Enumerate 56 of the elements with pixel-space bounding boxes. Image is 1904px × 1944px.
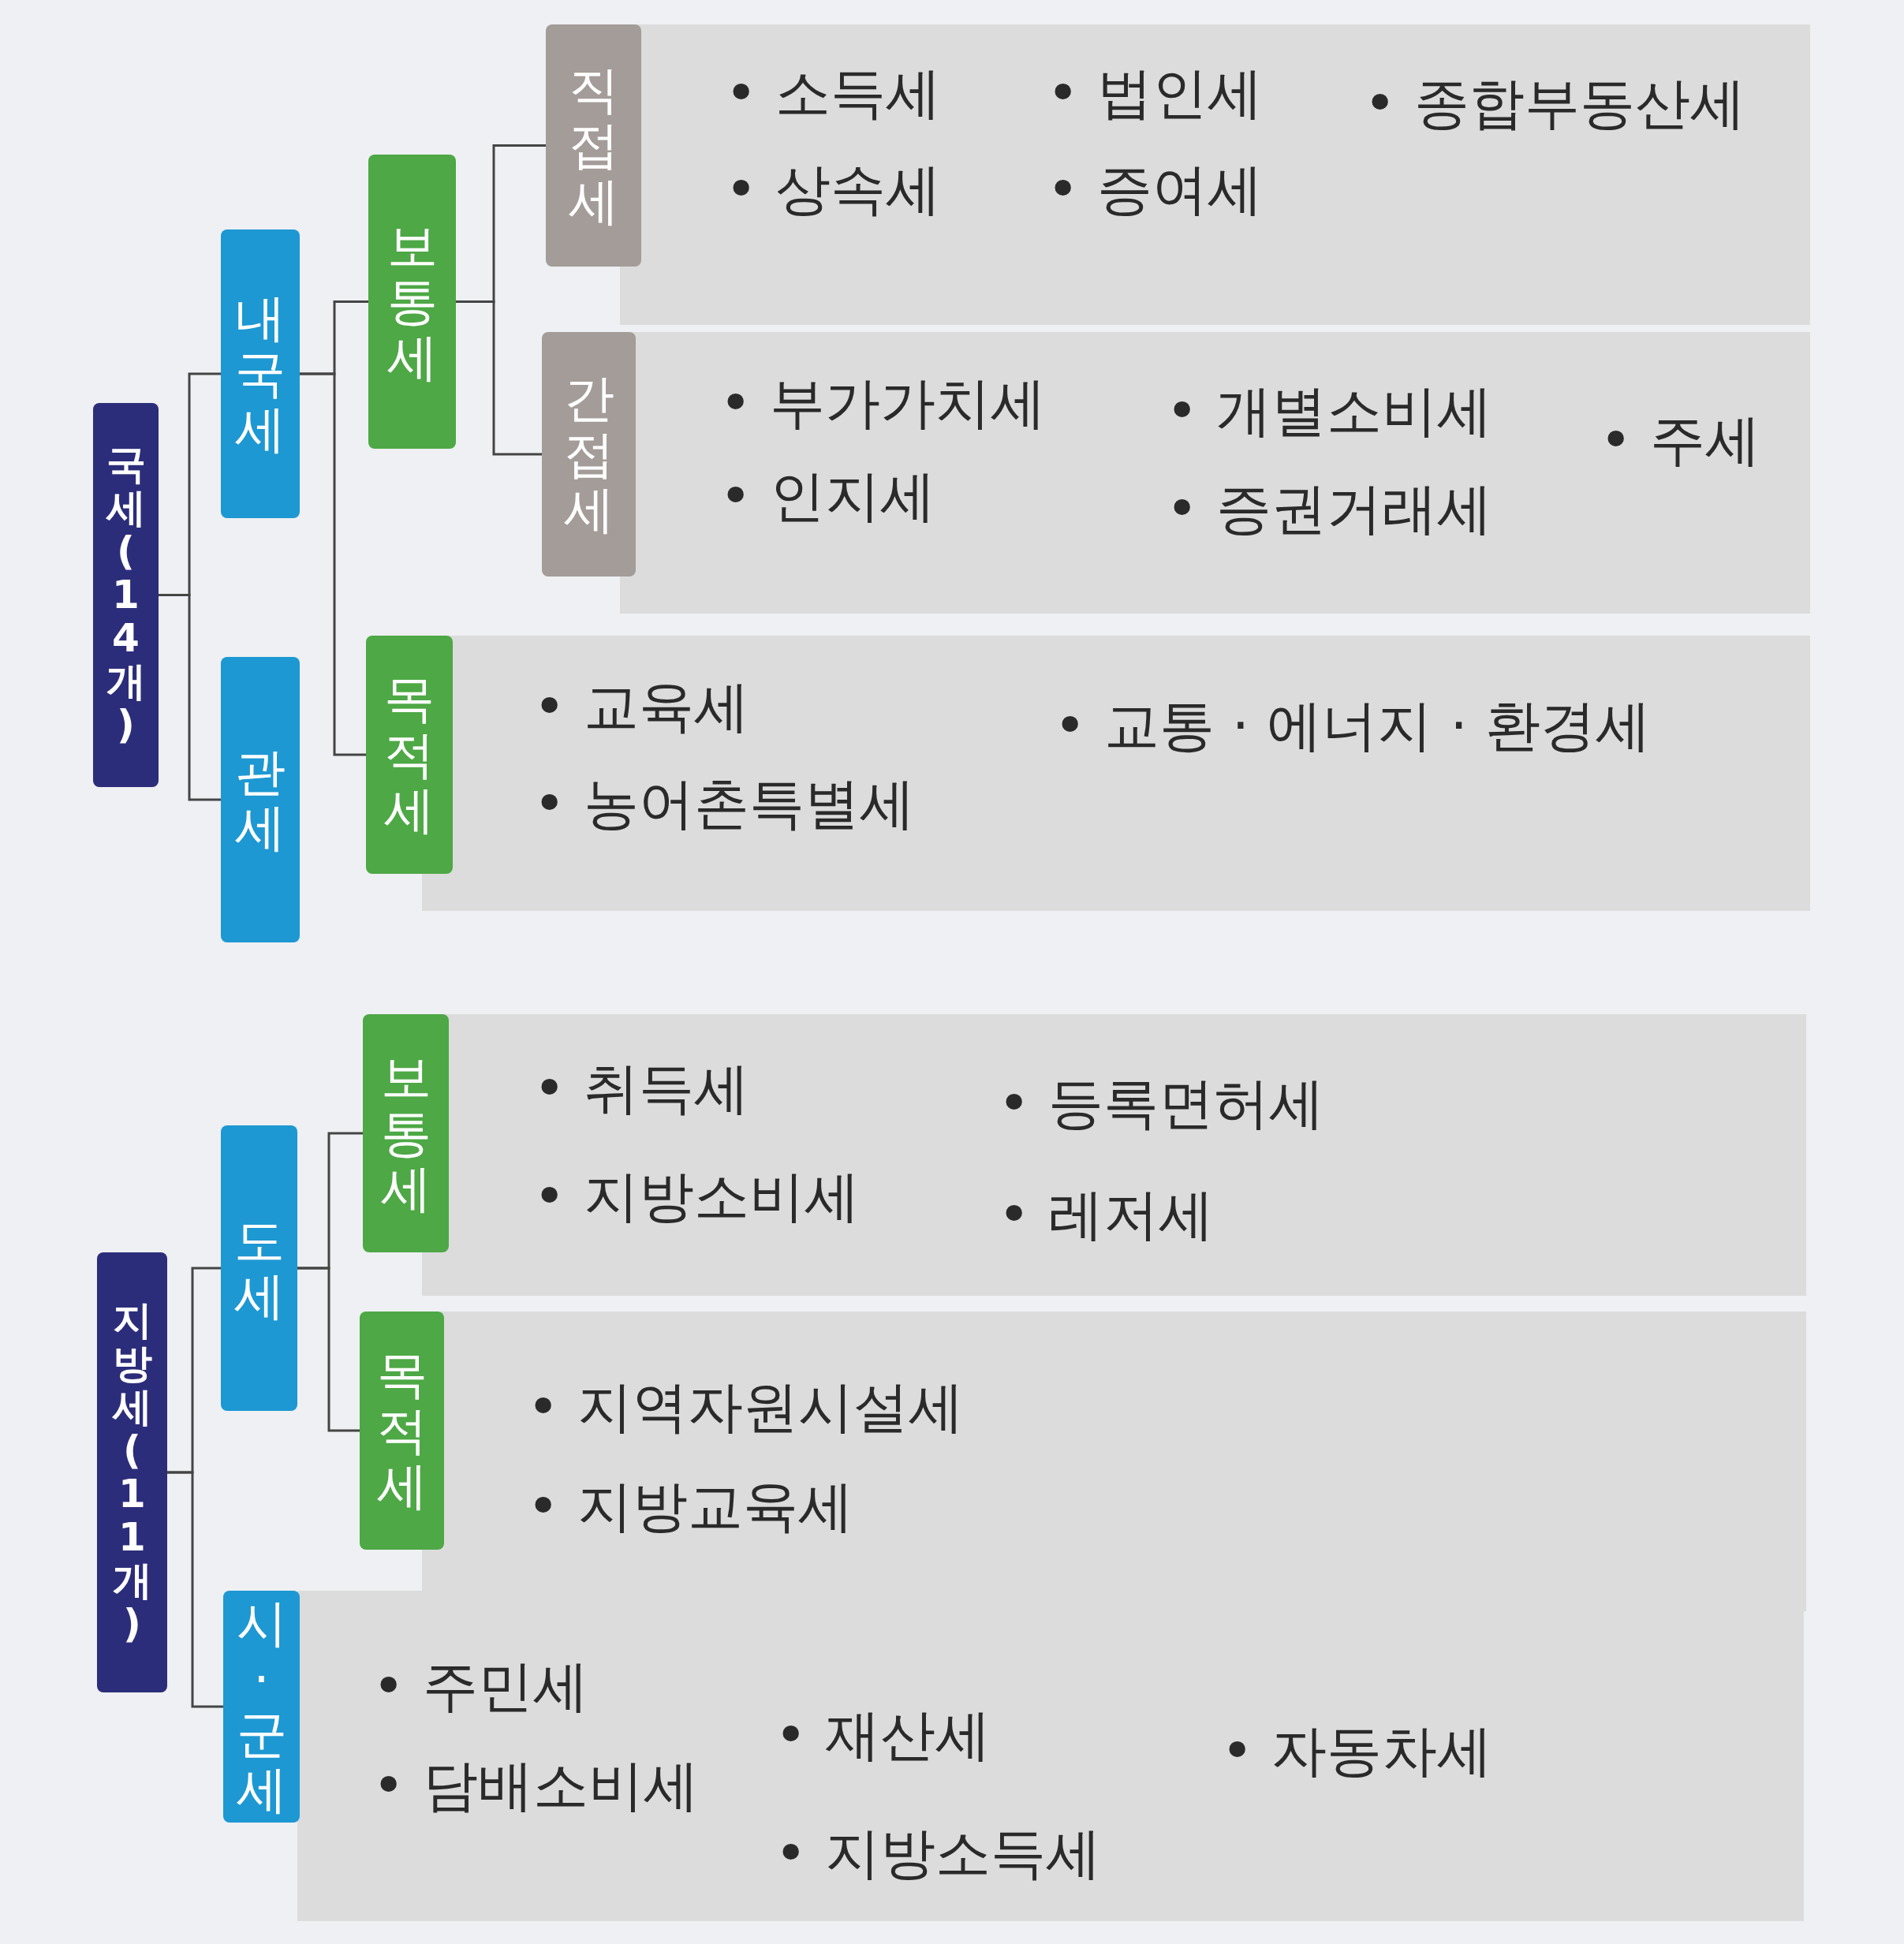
tax-item: • 지방소득세 [775, 1823, 1101, 1884]
tax-item: • 재산세 [775, 1704, 991, 1766]
tax-item: • 소득세 [725, 62, 941, 124]
category-label: 국세(14개) [106, 443, 146, 747]
category-box [223, 1591, 300, 1823]
category-box [97, 1252, 167, 1692]
tax-item: • 지방소비세 [533, 1166, 860, 1227]
category-label: 보통세 [386, 218, 438, 386]
tax-item: • 교통 · 에너지 · 환경세 [1054, 695, 1652, 756]
category-box [546, 24, 641, 267]
tax-list-band [620, 24, 1810, 325]
category-box [542, 332, 636, 576]
category-label: 간접세 [563, 371, 614, 538]
category-label: 도세 [233, 1212, 285, 1324]
tax-item: • 지역자원시설세 [527, 1376, 964, 1438]
tax-item: • 인지세 [719, 465, 935, 527]
tax-item: • 레저세 [998, 1184, 1214, 1245]
category-label: 내국세 [235, 290, 286, 457]
connector-line [297, 1267, 360, 1432]
connector-line [167, 1471, 223, 1708]
category-box [221, 657, 300, 942]
tax-list-band [297, 1591, 1804, 1921]
connector-line [159, 594, 221, 801]
tax-item: • 교육세 [533, 676, 749, 737]
category-label: 직접세 [568, 62, 619, 229]
tax-item: • 개별소비세 [1166, 380, 1492, 442]
category-box [93, 403, 159, 787]
category-box [221, 1125, 297, 1411]
category-label: 시·군세 [236, 1595, 287, 1818]
category-label: 목적세 [384, 671, 435, 838]
tax-item: • 취득세 [533, 1058, 749, 1119]
category-label: 관세 [235, 744, 286, 856]
category-box [360, 1312, 444, 1550]
tax-item: • 상속세 [725, 159, 941, 220]
category-box [368, 155, 456, 449]
tax-item: • 증권거래세 [1166, 478, 1492, 539]
tax-item: • 법인세 [1047, 62, 1263, 124]
category-box [221, 229, 300, 518]
tax-item: • 증여세 [1047, 159, 1263, 220]
tax-item: • 자동차세 [1221, 1720, 1492, 1782]
tax-list-band [620, 332, 1810, 614]
connector-line [300, 372, 366, 756]
category-label: 지방세(11개) [112, 1299, 152, 1646]
tax-item: • 종합부동산세 [1364, 73, 1745, 134]
tax-item: • 등록면허세 [998, 1073, 1324, 1134]
category-box [363, 1014, 449, 1252]
tax-item: • 부가가치세 [719, 372, 1046, 434]
category-box [366, 636, 453, 874]
tax-item: • 지방교육세 [527, 1476, 853, 1537]
tax-item: • 농어촌특별세 [533, 773, 915, 834]
category-label: 보통세 [380, 1050, 431, 1217]
tax-item: • 담배소비세 [372, 1755, 699, 1816]
tax-item: • 주민세 [372, 1655, 588, 1717]
category-label: 목적세 [376, 1347, 427, 1514]
connector-line [456, 300, 542, 456]
tax-item: • 주세 [1600, 409, 1760, 471]
